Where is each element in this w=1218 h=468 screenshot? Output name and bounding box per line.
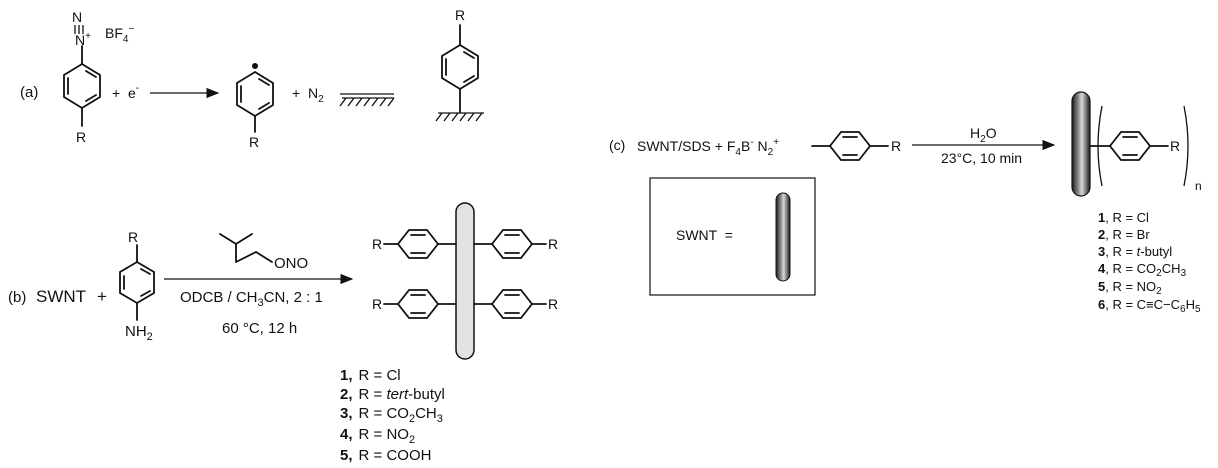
- diazonium-n-plus: N+: [75, 31, 91, 48]
- panel-a: (a) N N+ BF4− R + e- R: [20, 7, 484, 150]
- plus-sign: +: [97, 287, 107, 306]
- panel-a-label: (a): [20, 84, 38, 101]
- compound-b-2: 2,R = tert-butyl: [340, 386, 445, 403]
- compound-list-b: 1,R = Cl 2,R = tert-butyl 3,R = CO2CH3 4…: [340, 367, 445, 464]
- aniline-ring: [119, 244, 155, 321]
- svg-text:R: R: [372, 236, 382, 252]
- svg-text:R: R: [372, 296, 382, 312]
- swnt-legend-label: SWNT =: [676, 227, 733, 243]
- compound-b-1: 1,R = Cl: [340, 367, 401, 384]
- aryl-arm-bottom-left: R: [372, 289, 457, 319]
- diazonium-n-top: N: [72, 9, 82, 25]
- solvent-label: ODCB / CH3CN, 2 : 1: [180, 289, 323, 309]
- r-group-product: R: [455, 7, 465, 23]
- plus-sign: +: [292, 85, 300, 101]
- panel-c-label: (c): [609, 137, 625, 153]
- compound-b-5: 5,R = COOH: [340, 447, 431, 464]
- aryl-radical-ring: [236, 63, 274, 133]
- surface-arrow: [339, 93, 395, 107]
- repeat-count-n: n: [1195, 179, 1202, 193]
- r-group-aniline: R: [128, 229, 138, 245]
- diazonium-aryl-ring-c: [811, 131, 889, 161]
- nanotube-rod-c: [1071, 91, 1091, 197]
- grafted-aryl-ring-c: [1108, 131, 1169, 161]
- isoamyl-nitrite-structure: [219, 233, 273, 263]
- r-group-reactant: R: [76, 129, 86, 145]
- tetrafluoroborate-label: BF4−: [105, 24, 134, 45]
- compound-c-3: 3, R = t-butyl: [1098, 244, 1172, 259]
- aryl-arm-top-right: R: [473, 229, 558, 259]
- compound-b-3: 3,R = CO2CH3: [340, 405, 443, 425]
- compound-c-2: 2, R = Br: [1098, 227, 1150, 242]
- r-group-reactant-c: R: [891, 138, 901, 154]
- conditions-label: 60 °C, 12 h: [222, 320, 297, 337]
- compound-c-1: 1, R = Cl: [1098, 210, 1149, 225]
- aryl-arm-bottom-right: R: [473, 289, 558, 319]
- svg-text:R: R: [548, 296, 558, 312]
- close-paren: [1183, 105, 1189, 187]
- r-group-product-c: R: [1170, 138, 1180, 154]
- compound-b-4: 4,R = NO2: [340, 426, 415, 446]
- aryl-arm-top-left: R: [372, 229, 457, 259]
- nanotube-rod: [455, 202, 475, 360]
- swnt-legend-box: [649, 177, 816, 296]
- compound-c-4: 4, R = CO2CH3: [1098, 261, 1187, 279]
- reactant-label: SWNT/SDS + F4B- N2+: [637, 137, 779, 158]
- panel-b: (b) SWNT + R NH2 ONO ODCB / CH3CN, 2 : 1…: [8, 202, 558, 464]
- plus-sign: +: [112, 85, 120, 101]
- svg-text:R: R: [548, 236, 558, 252]
- compound-c-6: 6, R = C≡C−C6H5: [1098, 297, 1201, 315]
- grafted-aryl-product: [435, 24, 484, 122]
- panel-c: (c) SWNT/SDS + F4B- N2+ R H2O 23°C, 10 m…: [609, 91, 1202, 315]
- swnt-label: SWNT: [36, 287, 86, 306]
- water-label: H2O: [970, 125, 997, 145]
- conditions-label-c: 23°C, 10 min: [941, 150, 1022, 166]
- nitrite-label: ONO: [274, 255, 308, 272]
- panel-b-label: (b): [8, 289, 26, 306]
- diazonium-benzene-ring: [63, 25, 101, 127]
- swnt-legend-symbol: [775, 192, 791, 282]
- compound-list-c: 1, R = Cl 2, R = Br 3, R = t-butyl 4, R …: [1098, 210, 1201, 315]
- amine-label: NH2: [125, 323, 153, 343]
- r-group-radical: R: [249, 134, 259, 150]
- compound-c-5: 5, R = NO2: [1098, 279, 1162, 297]
- nitrogen-gas-label: N2: [308, 85, 324, 105]
- electron-label: e-: [128, 83, 139, 101]
